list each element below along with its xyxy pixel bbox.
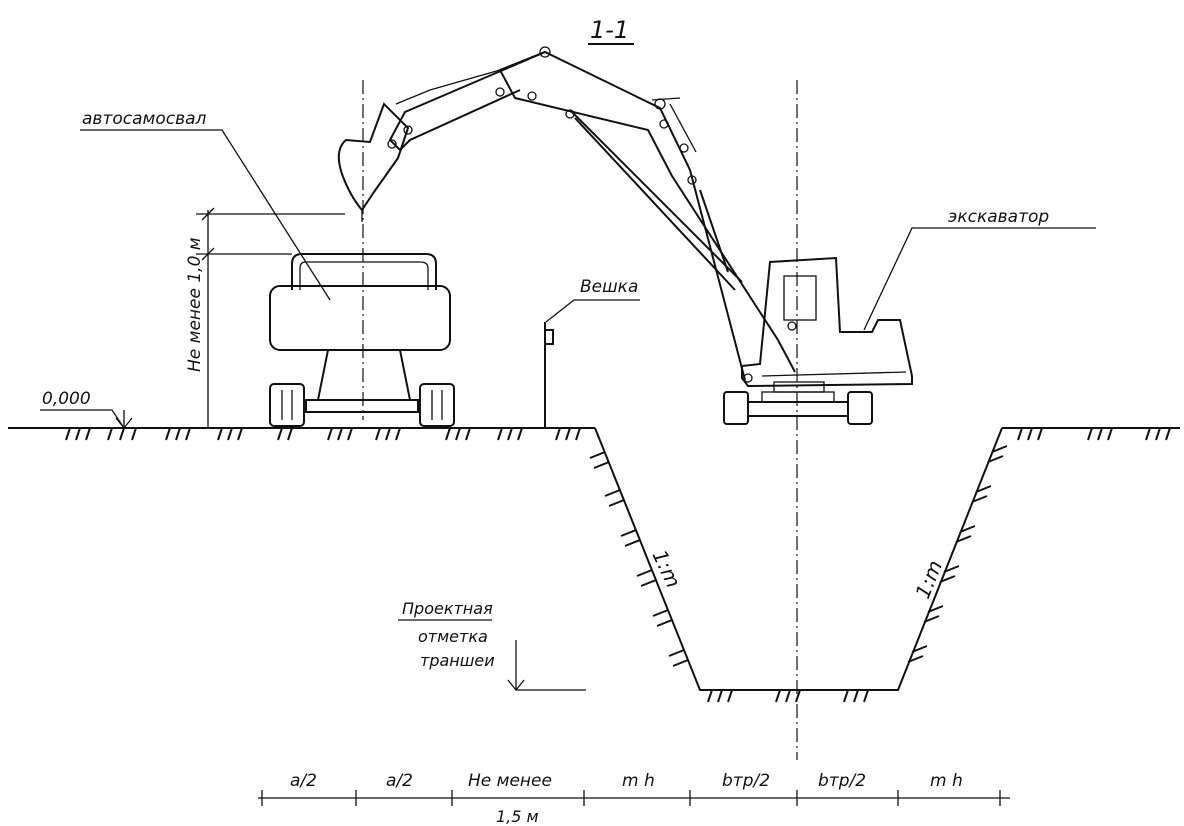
excavator-track-left [723, 391, 749, 425]
excavator-label: экскаватор [948, 207, 1049, 227]
excavator-boom [498, 50, 796, 381]
truck-body [269, 285, 451, 351]
dump-truck [269, 253, 455, 427]
truck-wheel-right [419, 383, 455, 427]
zero-mark: 0,000 [40, 389, 133, 430]
ground-surface [8, 427, 1180, 441]
excavator-bucket [337, 102, 410, 212]
design-mark: Проектная отметка траншеи [398, 599, 586, 692]
ground-hatching [65, 427, 1171, 441]
dimension-5: bтр/2 [722, 771, 770, 791]
trench-left-slope-hatching [589, 451, 689, 667]
height-min-label: Не менее 1,0 м [185, 237, 205, 372]
dimension-7: m h [930, 771, 963, 791]
dimension-3: Не менее [468, 771, 552, 791]
design-mark-line1: Проектная [402, 599, 493, 618]
section-title: 1-1 [590, 16, 629, 44]
design-mark-line2: отметка [418, 627, 488, 646]
marker-label: Вешка [580, 277, 638, 297]
truck-body-rim [291, 253, 437, 290]
excavator-hydraulic-cylinder [574, 117, 736, 291]
marker-pole [544, 299, 640, 428]
slope-left-label: 1:m [647, 546, 685, 591]
dimension-4: m h [622, 771, 655, 791]
height-dimension [196, 207, 345, 428]
trench-profile [589, 427, 1008, 703]
excavator-track-right [847, 391, 873, 425]
dimension-2: a/2 [386, 771, 413, 791]
excavator-window [783, 275, 817, 321]
truck-chassis [316, 349, 412, 401]
dimension-chain [258, 790, 1010, 806]
dimension-3-sub: 1,5 м [496, 807, 539, 826]
trench-right-slope-hatching [907, 445, 1008, 663]
excavator-leader [863, 227, 1096, 331]
dump-truck-label: автосамосвал [82, 109, 207, 129]
excavator [337, 46, 913, 425]
design-mark-line3: траншеи [420, 651, 495, 670]
excavator-body [741, 256, 913, 388]
zero-mark-label: 0,000 [42, 389, 91, 409]
trench-bottom-hatching [707, 689, 869, 703]
dimension-ticks [261, 790, 1001, 806]
dimension-1: a/2 [290, 771, 317, 791]
dimension-6: bтр/2 [818, 771, 866, 791]
truck-wheel-left [269, 383, 305, 427]
excavator-stick [388, 51, 546, 152]
dump-truck-leader [80, 129, 331, 301]
slope-right-label: 1:m [910, 557, 947, 602]
